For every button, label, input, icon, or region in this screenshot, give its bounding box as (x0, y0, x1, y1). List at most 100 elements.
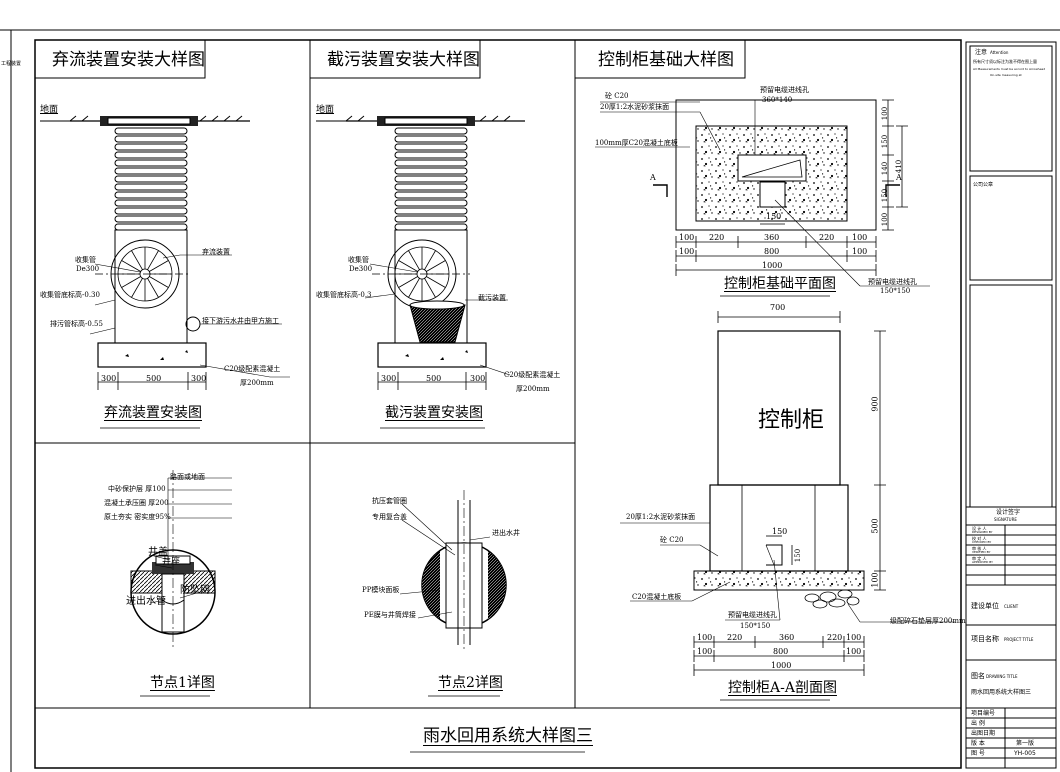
plan-vdim-0: 100 (881, 106, 890, 121)
plan-hdim-top-2: 360 (764, 233, 780, 242)
panel2-pipe-label: 收集管 (348, 256, 369, 264)
section-c20: 砼 C20 (660, 536, 684, 544)
panel1-drawing (40, 115, 290, 390)
plan-vdim-3: 410 (895, 159, 904, 174)
section-h900: 900 (870, 396, 880, 412)
plan-hole-size: 360*140 (762, 96, 793, 104)
panel2-dim-1: 500 (426, 374, 442, 383)
plan-hdim-total: 1000 (762, 261, 783, 270)
tb-project: 项目名称 (971, 635, 999, 643)
panel1-subtitle: 弃流装置安装图 (104, 405, 202, 421)
panel1-device: 弃流装置 (202, 248, 230, 256)
tb-date: 出图日期 (971, 730, 996, 737)
tb-scale: 出 例 (971, 720, 985, 727)
section-subtitle: 控制柜A-A剖面图 (728, 680, 837, 696)
plan-hdim-mid-0: 100 (679, 247, 695, 256)
section-hdim-mid-0: 100 (697, 647, 713, 656)
tb-role-en-2: VERIFIED BY (972, 550, 991, 554)
panel2-pipe-bottom: 收集管底标高-0.3 (316, 291, 372, 299)
node2-pp: PP模块面板 (362, 586, 400, 594)
tb-role-3: 审 定 人 (972, 556, 987, 561)
tb-note2: All Measurements must be accord to Arrow… (973, 67, 1046, 71)
node2-ring: 抗压套管圈 (372, 497, 407, 505)
node2-cap: 专用复合盖 (372, 513, 407, 521)
tb-sign-title: 设计签字 (996, 509, 1021, 516)
drawing-border (34, 39, 962, 769)
plan-subtitle: 控制柜基础平面图 (724, 276, 836, 292)
tb-role-en-3: APPROVED BY (972, 560, 994, 564)
title-block-frame (965, 41, 1057, 769)
section-hole: 预留电缆进线孔 (728, 611, 777, 619)
panel1-dim-0: 300 (101, 374, 117, 383)
section-hdim-top-3: 220 (827, 633, 843, 642)
node2-drawing (399, 490, 507, 650)
tb-seal: 公司公章 (973, 182, 994, 188)
node2-subtitle: 节点2详图 (438, 675, 503, 691)
node1-layer-1: 中砂保护层 厚100 (108, 485, 166, 493)
panel1-pipe-bottom: 收集管底标高-0.30 (40, 291, 100, 299)
section-h500: 500 (870, 518, 880, 534)
node1-layer-0: 路面或地面 (170, 473, 205, 481)
panel2-dim-2: 300 (470, 374, 486, 383)
section-cabinet: 控制柜 (758, 408, 825, 433)
plan-plaster: 20厚1:2水泥砂浆抹面 (600, 103, 670, 111)
tb-note1: 所有尺寸须以标注为准不得在图上量 (973, 59, 1037, 64)
node2-pe: PE膜与井筒焊接 (364, 611, 416, 619)
panel1-drain-bottom: 排污管标高-0.55 (50, 320, 103, 328)
section-hdim-top-0: 100 (697, 633, 713, 642)
panel1-title: 弃流装置安装大样图 (52, 50, 205, 70)
panel2-pipe-size: De300 (349, 265, 373, 273)
panel2-title-box (309, 39, 481, 79)
plan-vdim-2: 140 (881, 161, 890, 176)
tb-sign-en: SIGNATURE (994, 517, 1017, 522)
panel2-base-thick: 厚200mm (516, 385, 550, 393)
section-hdim-top-1: 220 (727, 633, 743, 642)
node1-well-cover: 井盖 (148, 547, 168, 558)
section-d150-v: 150 (794, 548, 803, 563)
tb-role-1: 校 对 人 (972, 536, 987, 541)
plan-hdim-top-4: 100 (852, 233, 868, 242)
panel1-pipe-label: 收集管 (75, 256, 96, 264)
tb-proj-no: 项目编号 (971, 710, 996, 717)
plan-vdim-5: 100 (881, 212, 890, 227)
node1-well-seat: 井座 (162, 557, 181, 567)
plan-hdim-top-3: 220 (819, 233, 835, 242)
panel2-subtitle: 截污装置安装图 (385, 405, 483, 421)
plan-section-mark-right: A (896, 173, 902, 182)
node1-layer-3: 原土夯实 密实度95% (104, 513, 171, 521)
panel1-drain-note: 接下游污水井由甲方施工 (202, 317, 279, 325)
plan-hdim-mid-2: 100 (852, 247, 868, 256)
tb-attention: 注意 (975, 49, 988, 56)
panel2-ground: 地面 (316, 105, 335, 115)
plan-section-mark-left: A (650, 173, 656, 182)
panel1-base-thick: 厚200mm (240, 379, 274, 387)
tb-role-en-1: CHECKED BY (972, 540, 992, 544)
tb-role-0: 设 计 人 (972, 526, 987, 531)
node1-anti-fall: 防坠网 (180, 585, 210, 596)
panel2-drawing (316, 115, 525, 390)
tb-sheet-val: YH-005 (1014, 750, 1036, 757)
plan-drawing (595, 99, 930, 287)
node2-inlet: 进出水井 (492, 529, 520, 537)
panel3-title-box (574, 39, 746, 79)
panel2-dim-0: 300 (381, 374, 397, 383)
panel2-device: 截污装置 (478, 294, 506, 302)
plan-hole2: 预留电缆进线孔 (868, 278, 917, 286)
plan-vdim-1: 150 (881, 134, 890, 149)
plan-d150: 150 (766, 212, 782, 221)
plan-hdim-top-0: 100 (679, 233, 695, 242)
node1-layer-2: 混凝土承压圈 厚200 (104, 499, 169, 507)
section-drawing (620, 311, 955, 676)
section-h100: 100 (870, 572, 880, 588)
section-d150: 150 (772, 527, 788, 536)
section-w700: 700 (770, 303, 786, 312)
tb-drawing-name: 雨水回用系统大样图三 (971, 689, 1032, 696)
section-hole-size: 150*150 (740, 622, 771, 630)
tb-version: 版 本 (971, 740, 985, 747)
tb-role-en-0: DESIGNED BY (972, 530, 993, 534)
tb-client: 建设单位 (971, 602, 999, 610)
tb-drawing-en: DRAWING TITLE (986, 674, 1018, 679)
panel1-pipe-size: De300 (76, 265, 100, 273)
subtitle-underlines (100, 295, 830, 753)
section-hdim-top-4: 100 (846, 633, 862, 642)
